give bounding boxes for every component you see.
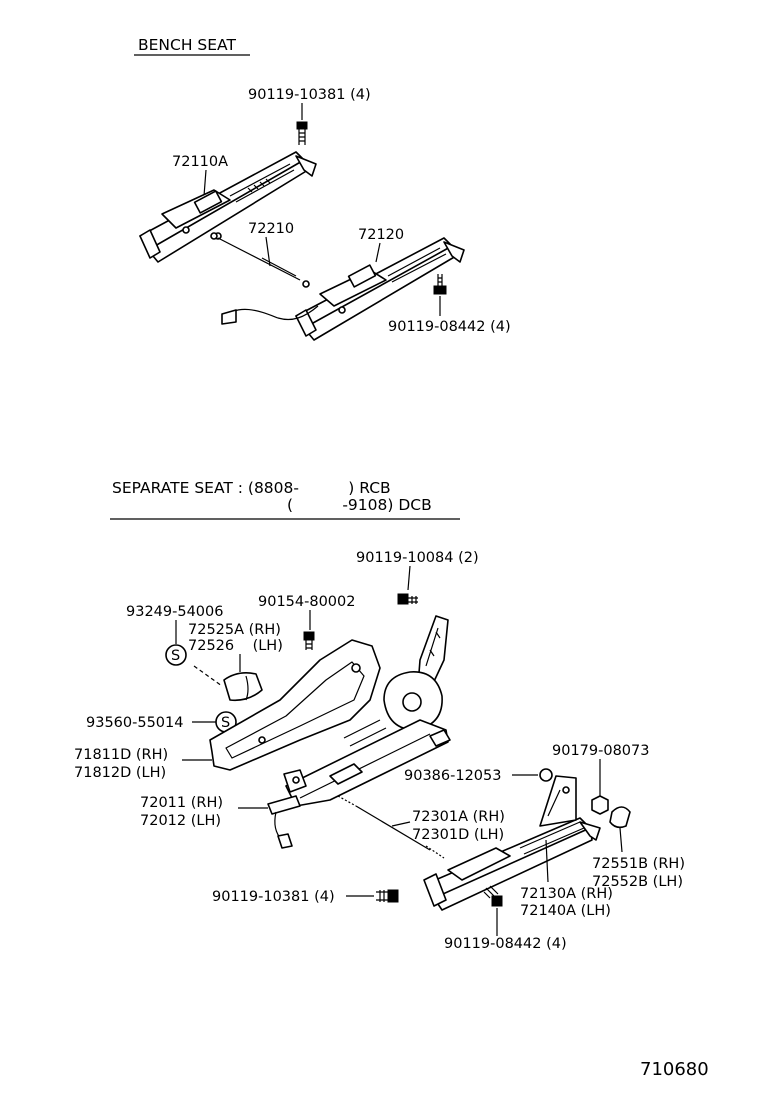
leader-72130a	[545, 839, 549, 883]
label-72012: 72012 (LH)	[140, 813, 221, 829]
adjuster-lever-72011-icon	[267, 795, 301, 849]
seat-track-right-rail	[295, 237, 465, 341]
leader-72120	[375, 242, 381, 263]
label-72210: 72210	[248, 221, 294, 237]
lever-grip	[221, 309, 237, 325]
nut-90179-08073-icon	[591, 795, 609, 815]
label-90154-80002: 90154-80002	[258, 594, 356, 610]
bolt-top-icon	[296, 121, 308, 145]
s-symbol-a-circle	[165, 644, 187, 666]
cable-72210-icon	[210, 232, 310, 288]
label-90119-08442-bench: 90119-08442 (4)	[388, 319, 511, 335]
bushing-90386-12053-icon	[539, 768, 553, 782]
label-90119-10381-bench: 90119-10381 (4)	[248, 87, 371, 103]
leader-72210	[265, 236, 271, 267]
separate-seat-section: SEPARATE SEAT : (8808- ) RCB ( -9108) DC…	[74, 479, 685, 952]
diagram-code: 710680	[640, 1059, 709, 1080]
label-71812d: 71812D (LH)	[74, 765, 166, 781]
label-90119-08442-separate: 90119-08442 (4)	[444, 936, 567, 952]
label-90119-10381-separate: 90119-10381 (4)	[212, 889, 335, 905]
screw-90154-80002-icon	[303, 631, 315, 650]
label-72526: 72526 (LH)	[188, 638, 283, 654]
s-symbol-a: S	[171, 648, 180, 664]
label-72140a: 72140A (LH)	[520, 903, 611, 919]
label-72130a: 72130A (RH)	[520, 886, 613, 902]
seat-track-left-rail	[139, 151, 317, 263]
leader-90119-10084	[407, 565, 411, 591]
spring-72301a-icon	[337, 795, 445, 859]
bolt-90119-10381-icon	[376, 889, 399, 903]
label-72551b: 72551B (RH)	[592, 856, 685, 872]
separate-seat-heading-line1: SEPARATE SEAT : (8808- ) RCB	[112, 479, 391, 497]
label-72110a: 72110A	[172, 154, 228, 170]
label-90179-08073: 90179-08073	[552, 743, 650, 759]
leader-72110a	[203, 169, 207, 197]
cap-72551b-icon	[609, 806, 631, 829]
leader-s-symbol-a	[193, 665, 223, 687]
leader-72301a	[391, 821, 411, 827]
bolt-90119-08442-icon	[483, 885, 503, 907]
s-symbol-b: S	[221, 715, 230, 731]
separate-seat-heading-line2: ( -9108) DCB	[287, 496, 432, 514]
side-cover-71811d	[209, 639, 381, 771]
label-93249-54006: 93249-54006	[126, 604, 224, 620]
bolt-bottom-icon	[433, 274, 447, 295]
label-72301a: 72301A (RH)	[412, 809, 505, 825]
release-lever-handle	[221, 305, 319, 321]
bench-seat-heading: BENCH SEAT	[138, 36, 236, 54]
label-90386-12053: 90386-12053	[404, 768, 502, 784]
recliner-frame	[283, 615, 451, 807]
label-72120: 72120	[358, 227, 404, 243]
knob-cover-icon	[223, 672, 263, 702]
bolt-90119-10084-icon	[397, 593, 418, 605]
label-72011: 72011 (RH)	[140, 795, 223, 811]
label-71811d: 71811D (RH)	[74, 747, 168, 763]
leader-72551b	[619, 827, 623, 853]
label-90119-10084: 90119-10084 (2)	[356, 550, 479, 566]
label-93560-55014: 93560-55014	[86, 715, 184, 731]
label-72552b: 72552B (LH)	[592, 874, 683, 890]
label-72525a: 72525A (RH)	[188, 622, 281, 638]
bench-seat-section: BENCH SEAT 90119-10381 (4) 72110A 72210	[134, 36, 511, 341]
label-72301d: 72301D (LH)	[412, 827, 504, 843]
lower-seat-rail	[423, 775, 601, 911]
